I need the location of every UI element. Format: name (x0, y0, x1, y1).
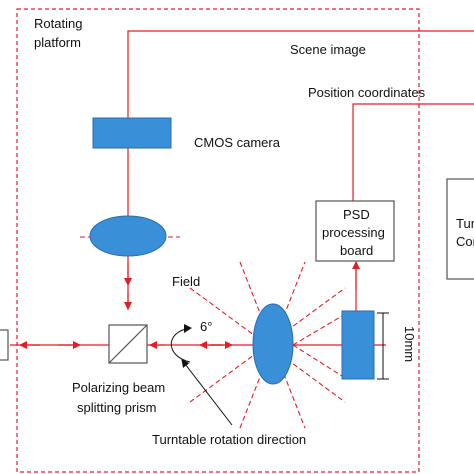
lower-lens (252, 303, 294, 385)
psd-label-line3: board (340, 243, 373, 258)
psd-label-line1: PSD (343, 207, 370, 222)
upper-lens (89, 215, 167, 257)
rotation-angle-arrowhead (184, 324, 192, 333)
left-source-box (0, 329, 9, 361)
psd-label-line2: processing (322, 225, 385, 240)
prism-diagonal (108, 324, 148, 364)
cmos-camera-label: CMOS camera (194, 135, 281, 150)
turntable-controller-box (446, 178, 474, 280)
rotating-platform-boundary (16, 8, 420, 473)
scene-image-signal-line (127, 30, 474, 118)
position-coordinates-signal-line (349, 103, 474, 207)
rotating-platform-label-line2: platform (34, 35, 81, 50)
prism-label-line1: Polarizing beam (72, 380, 165, 395)
turntable-controller-label-line2: Con (456, 234, 474, 249)
rotating-platform-label-line1: Rotating (34, 16, 82, 31)
turntable-controller-label-line1: Tur (456, 216, 474, 231)
rotation-direction-label: Turntable rotation direction (152, 432, 306, 447)
converge-line-top (292, 315, 343, 346)
scene-image-label: Scene image (290, 42, 366, 57)
converge-line-bottom (292, 344, 343, 377)
angle-label: 6° (200, 319, 212, 334)
psd-detector (341, 310, 375, 380)
rotation-direction-pointer (181, 359, 233, 426)
cmos-camera (92, 117, 172, 149)
dimension-label: 10mm (402, 326, 417, 362)
psd-processing-board (315, 200, 395, 262)
position-coordinates-label: Position coordinates (308, 85, 426, 100)
prism-label-line2: splitting prism (77, 400, 156, 415)
field-label: Field (172, 274, 200, 289)
